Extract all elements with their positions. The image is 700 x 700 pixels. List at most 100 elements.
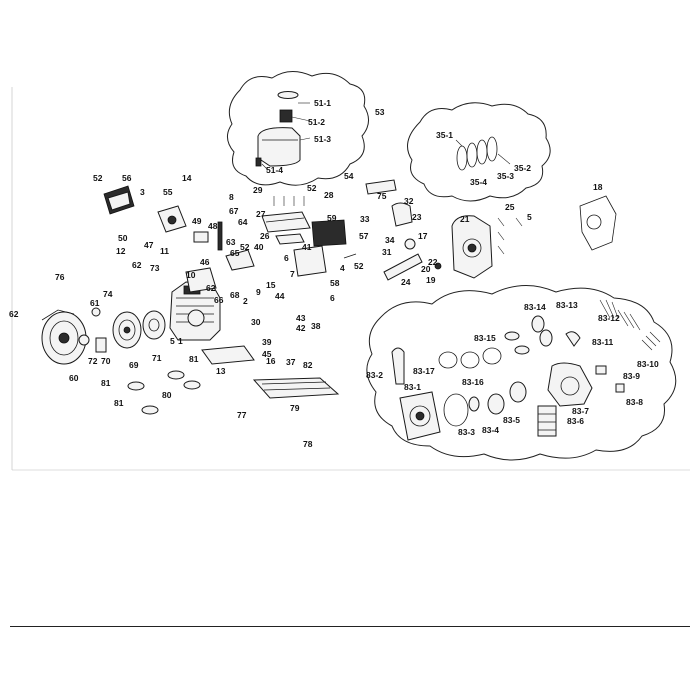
air-filter <box>103 185 187 233</box>
callout-76: 76 <box>55 272 65 282</box>
bolt-set-top <box>273 196 523 255</box>
callout-55: 55 <box>163 187 173 197</box>
callout-5b: 5 <box>170 336 175 346</box>
callout-14: 14 <box>182 173 192 183</box>
callout-81c: 81 <box>114 398 124 408</box>
pump-bolts <box>599 299 661 351</box>
callout-83-2: 83-2 <box>366 370 384 380</box>
callout-83-9: 83-9 <box>623 371 641 381</box>
callout-6b: 6 <box>330 293 335 303</box>
callout-72: 72 <box>88 356 98 366</box>
callout-50: 50 <box>118 233 128 243</box>
callout-83-12: 83-12 <box>598 313 620 323</box>
callout-1: 1 <box>178 336 183 346</box>
callout-39: 39 <box>262 337 272 347</box>
callout-74: 74 <box>103 289 113 299</box>
callout-44: 44 <box>275 291 285 301</box>
heat-guard <box>365 179 397 195</box>
callout-9: 9 <box>256 287 261 297</box>
callout-19: 19 <box>426 275 436 285</box>
callout-13: 13 <box>216 366 226 376</box>
callout-83-5: 83-5 <box>503 415 521 425</box>
callout-11: 11 <box>160 246 169 256</box>
callout-51-2: 51-2 <box>308 117 326 127</box>
callout-73: 73 <box>150 263 160 273</box>
callout-54: 54 <box>344 171 354 181</box>
callout-37: 37 <box>286 357 296 367</box>
callout-52b: 52 <box>307 183 317 193</box>
callout-52c: 52 <box>240 242 250 252</box>
callout-33: 33 <box>360 214 370 224</box>
callout-65: 65 <box>230 248 240 258</box>
callout-82: 82 <box>303 360 313 370</box>
callout-59: 59 <box>327 213 337 223</box>
callout-62a: 62 <box>132 260 142 270</box>
callout-23: 23 <box>412 212 422 222</box>
callout-42: 42 <box>296 323 306 333</box>
callout-69: 69 <box>129 360 139 370</box>
callout-16: 16 <box>266 356 276 366</box>
callout-32: 32 <box>404 196 414 206</box>
callout-61: 61 <box>90 298 100 308</box>
drawing-frame <box>11 87 690 471</box>
callout-75: 75 <box>377 191 387 201</box>
callout-7: 7 <box>290 269 295 279</box>
pump-volute <box>537 362 593 437</box>
callout-83-6: 83-6 <box>567 416 585 426</box>
callout-52d: 52 <box>354 261 364 271</box>
callout-80: 80 <box>162 390 172 400</box>
callout-6a: 6 <box>284 253 289 263</box>
callout-47: 47 <box>144 240 154 250</box>
callout-62b: 62 <box>206 283 216 293</box>
callout-67: 67 <box>229 206 239 216</box>
callout-83-14: 83-14 <box>524 302 546 312</box>
callout-52a: 52 <box>93 173 103 183</box>
callout-35-2: 35-2 <box>514 163 532 173</box>
callout-27: 27 <box>256 209 266 219</box>
callout-83-3: 83-3 <box>458 427 476 437</box>
callout-51-4: 51-4 <box>266 165 284 175</box>
callout-22: 22 <box>428 257 438 267</box>
callout-77: 77 <box>237 410 247 420</box>
callout-29: 29 <box>253 185 263 195</box>
callout-60: 60 <box>69 373 79 383</box>
callout-38: 38 <box>311 321 321 331</box>
callout-71: 71 <box>152 353 162 363</box>
callout-31: 31 <box>382 247 392 257</box>
callout-15: 15 <box>266 280 276 290</box>
callout-48: 48 <box>208 221 218 231</box>
fuel-tank-detail-cloud <box>227 71 369 186</box>
callout-83-11: 83-11 <box>592 337 614 347</box>
callout-35-4: 35-4 <box>470 177 488 187</box>
callout-83-10: 83-10 <box>637 359 659 369</box>
callout-83-15: 83-15 <box>474 333 496 343</box>
callout-28: 28 <box>324 190 334 200</box>
callout-51-1: 51-1 <box>314 98 332 108</box>
callout-34: 34 <box>385 235 395 245</box>
bottom-rule <box>10 626 690 627</box>
side-gasket <box>579 195 617 251</box>
callout-25: 25 <box>505 202 515 212</box>
callout-12: 12 <box>116 246 126 256</box>
flywheel <box>112 311 142 349</box>
rubber-feet <box>127 370 201 415</box>
callout-58: 58 <box>330 278 340 288</box>
callout-83-16: 83-16 <box>462 377 484 387</box>
piston-ring-set <box>455 136 511 171</box>
callout-57: 57 <box>359 231 369 241</box>
callout-81b: 81 <box>101 378 111 388</box>
callout-35-1: 35-1 <box>436 130 454 140</box>
callout-46: 46 <box>200 257 210 267</box>
callout-79: 79 <box>290 403 300 413</box>
callout-20: 20 <box>421 264 431 274</box>
callout-45: 45 <box>262 349 272 359</box>
callout-62c: 62 <box>9 309 19 319</box>
callout-21: 21 <box>460 214 470 224</box>
pump-detail-cloud <box>366 284 677 461</box>
callout-53: 53 <box>375 107 385 117</box>
crankcase-cover <box>383 202 493 281</box>
fuel-tank-group <box>255 91 311 171</box>
callout-83-7: 83-7 <box>572 406 590 416</box>
callout-83-17: 83-17 <box>413 366 435 376</box>
